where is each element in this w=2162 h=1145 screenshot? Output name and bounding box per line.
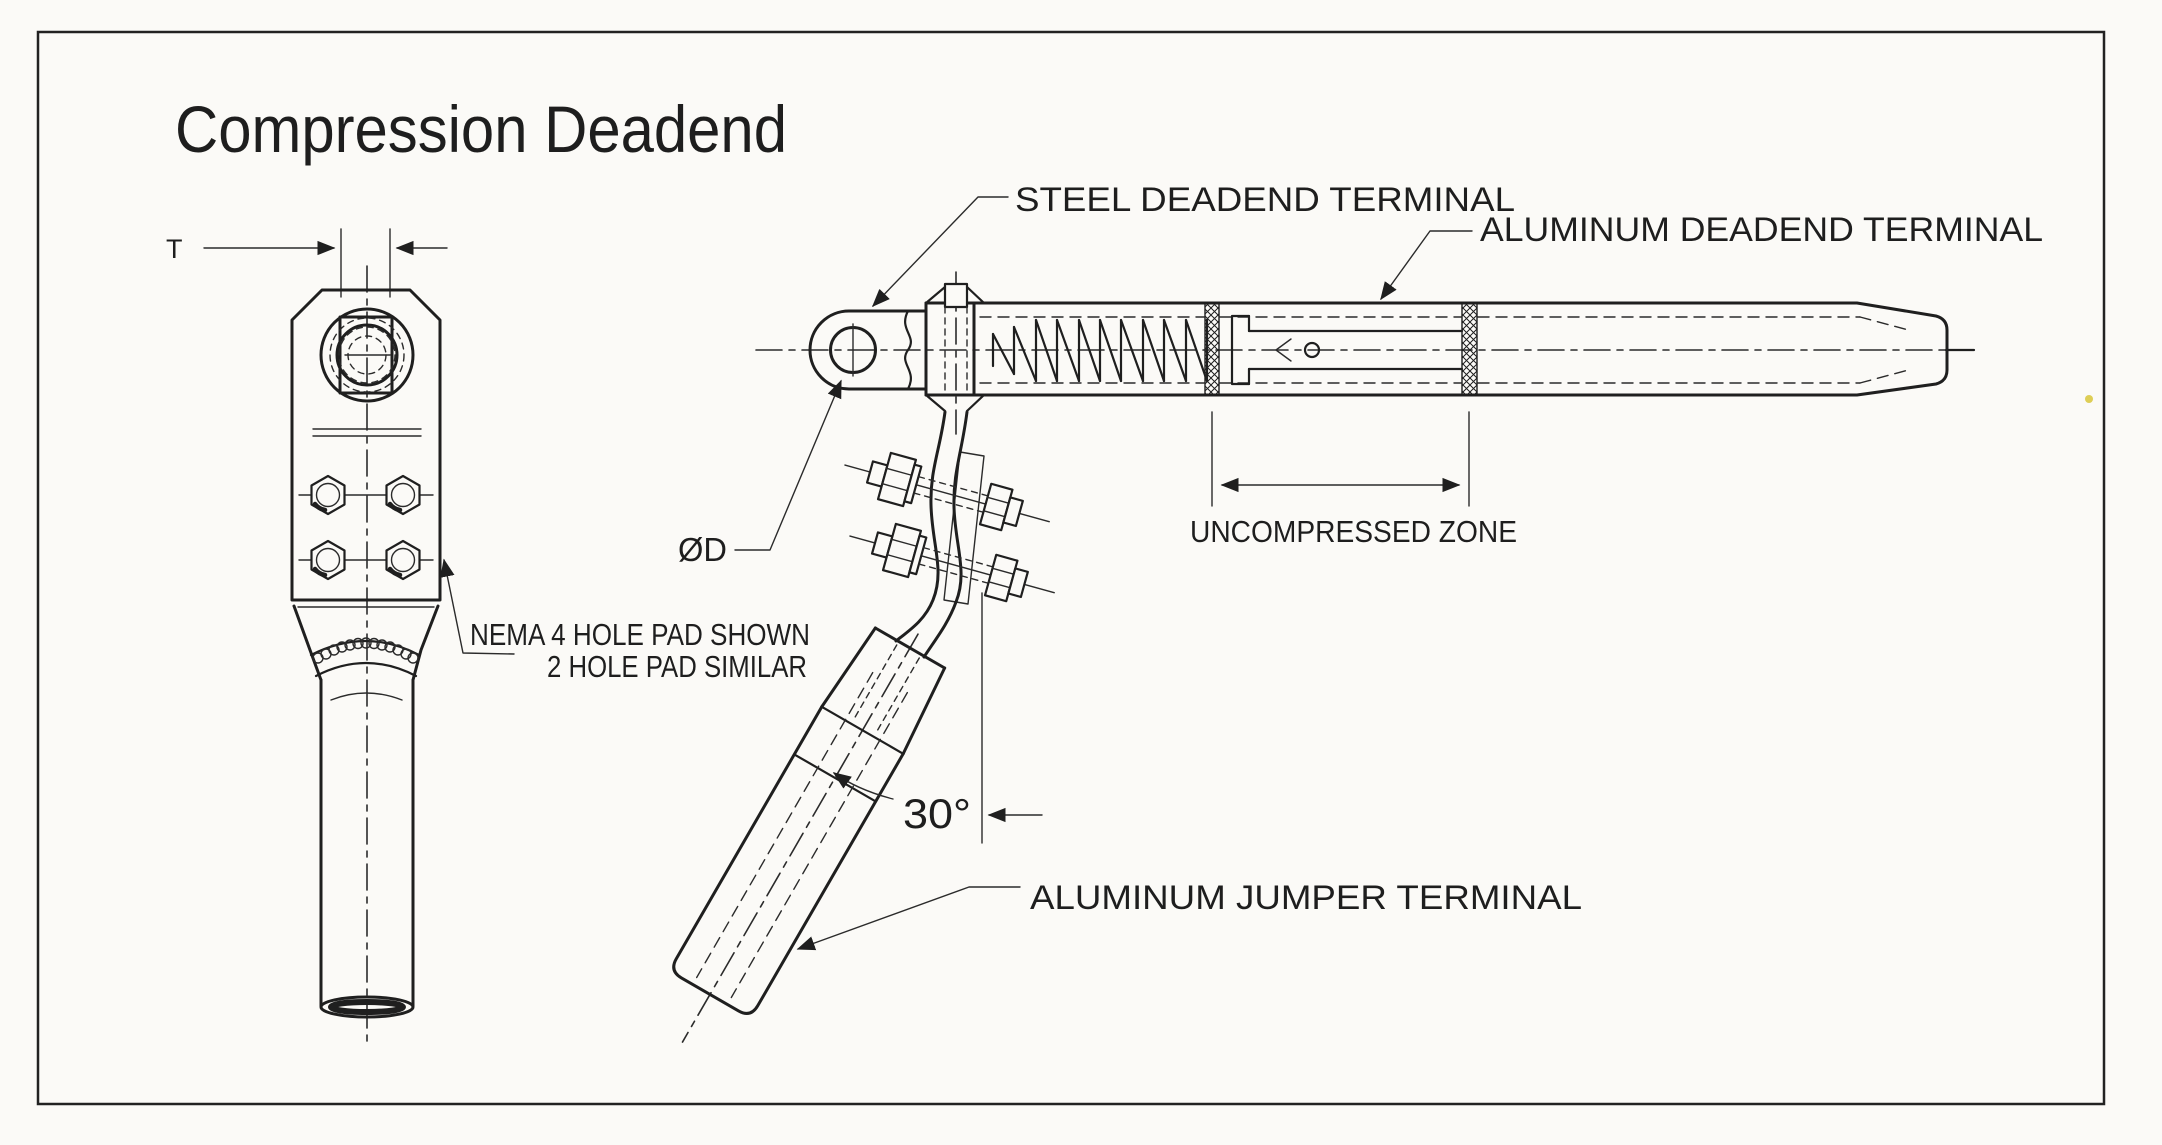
pad-outline [290,288,442,602]
aluminum-terminal-callout: ALUMINUM DEADEND TERMINAL [1380,211,2043,301]
uncompressed-zone-dimension: UNCOMPRESSED ZONE [1190,411,1517,549]
hidden-bore-lines [979,316,1913,384]
jumper-tongue-plate [943,451,985,605]
pad-bolts [298,476,434,579]
steel-terminal-callout: STEEL DEADEND TERMINAL [871,181,1515,308]
front-view: T [166,228,810,1044]
uncompressed-zone-label: UNCOMPRESSED ZONE [1190,514,1517,549]
crosshatch-bands [1204,302,1478,396]
page-title: Compression Deadend [175,92,787,166]
jumper-barrel [672,626,947,1043]
angle-label: 30° [903,790,971,837]
core-end-detail [1230,314,1464,386]
jumper-strap [894,410,985,659]
strap-clamp [924,271,986,435]
filler-hole [1303,341,1321,359]
dim-t-label: T [166,234,183,264]
pad-taper [292,604,440,682]
thickness-dimension: T [166,228,448,298]
strap-bolts [837,440,1062,617]
front-barrel [319,678,415,1019]
knurl-band [309,637,421,701]
side-view: 30° UNCOMPRESSED ZONE ØD STEEL DEADEND T… [672,181,2043,1043]
serration-teeth [991,318,1209,383]
nema-note-line2: 2 HOLE PAD SIMILAR [547,649,807,684]
hole-diameter-callout: ØD [678,379,842,568]
angle-dimension: 30° [832,592,1043,844]
pad-eye [319,307,415,403]
aluminum-body-outline [924,301,1949,397]
hole-diameter-label: ØD [678,531,727,568]
nema-note-line1: NEMA 4 HOLE PAD SHOWN [470,617,810,652]
scan-speck [2085,395,2093,403]
break-line [904,309,912,391]
jumper-terminal-label: ALUMINUM JUMPER TERMINAL [1030,879,1582,917]
jumper-terminal-callout: ALUMINUM JUMPER TERMINAL [796,879,1582,951]
nema-note: NEMA 4 HOLE PAD SHOWN 2 HOLE PAD SIMILAR [440,558,810,684]
steel-terminal-label: STEEL DEADEND TERMINAL [1015,181,1515,219]
drawing-border [36,30,2106,1106]
aluminum-terminal-label: ALUMINUM DEADEND TERMINAL [1480,211,2043,249]
